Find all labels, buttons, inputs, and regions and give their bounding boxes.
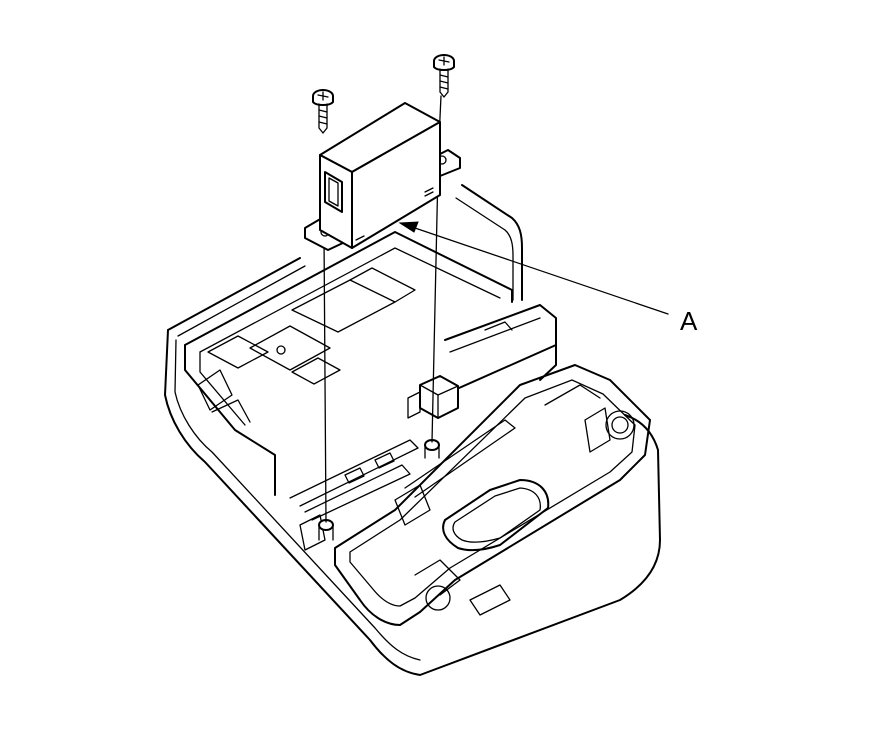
control-unit-module: [304, 102, 461, 251]
callout-label-a: A: [680, 306, 698, 336]
leader-arrowhead: [398, 221, 419, 233]
callout-a: A: [398, 221, 698, 336]
connector-block: [407, 375, 459, 419]
center-wall: [444, 304, 557, 393]
screw-right: [433, 54, 455, 98]
console-housing: [164, 184, 661, 676]
front-edge-details: [289, 439, 419, 551]
lamp-compartment: [334, 364, 651, 626]
inner-tray: [184, 231, 513, 496]
screw-left: [312, 89, 334, 134]
